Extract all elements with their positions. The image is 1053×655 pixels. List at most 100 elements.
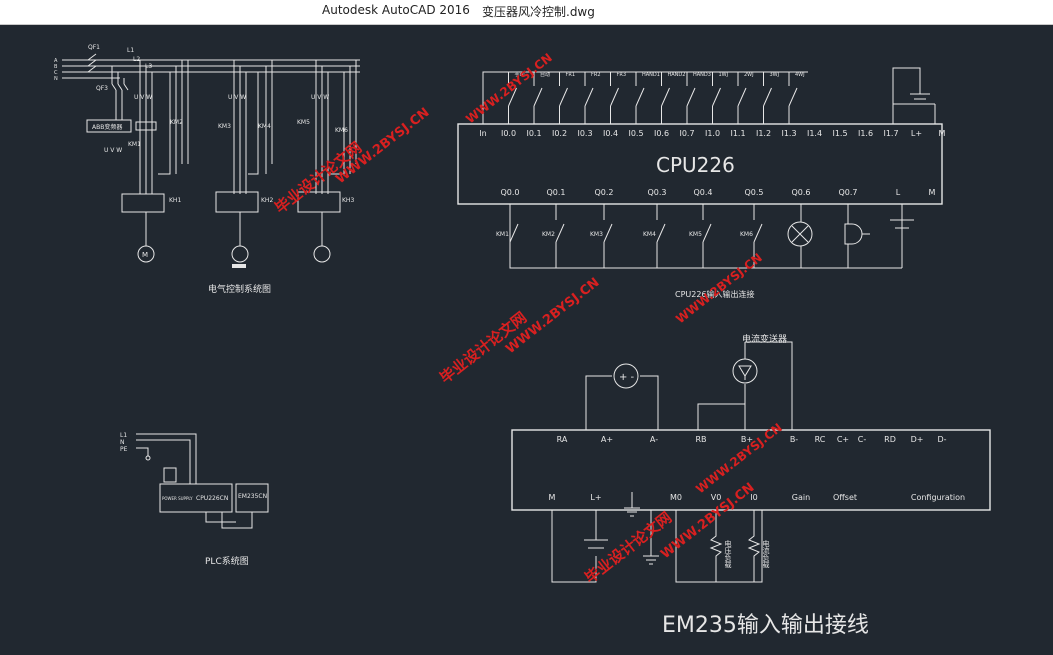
em235-top-terminal: B+ [741,435,753,444]
input-switch-label: 手动 [515,71,525,78]
input-terminal: I0.4 [603,129,618,138]
plc-system-diagram: L1 N PE POWER SUPPLY CPU226CN EM235CN PL… [120,432,269,567]
watermark-url-4: WWW.2BYSJ.CN [463,50,555,126]
abb-drive-box [86,119,132,133]
em235-bottom-terminal: M [549,493,556,502]
cpu226-name: CPU226 [656,153,735,177]
em235cn-label: EM235CN [238,493,267,500]
output-coil-label: KM6 [740,231,753,238]
em235-bottom-terminal: I0 [750,493,757,502]
cpu226cn-label: CPU226CN [196,495,228,502]
input-terminal: L+ [911,129,922,138]
title-bar: Autodesk AutoCAD 2016 变压器风冷控制.dwg [0,0,1053,25]
input-switch [508,72,517,124]
input-switch-label: HAND1 [642,72,660,78]
input-terminal: I0.6 [654,129,669,138]
branch2-wires [233,60,247,194]
drive-uvw: U V W [104,147,122,154]
input-terminal: I1.0 [705,129,720,138]
phase-label: N [54,76,58,82]
phase-label: C [54,70,58,76]
output-lamp-wires [800,204,849,268]
file-name: 变压器风冷控制.dwg [482,5,595,19]
motor1 [137,245,155,263]
input-terminal: In [479,129,486,138]
current-load-label: 电流负载 [762,539,770,569]
em235-supply [551,510,608,583]
input-switch [559,72,568,124]
km3-label: KM3 [218,123,231,130]
input-terminal: I1.7 [883,129,898,138]
qf3-switch [111,83,129,91]
em235-top-terminal: B- [790,435,798,444]
output-terminal: Q0.4 [693,188,712,197]
uvw-2: U V W [228,94,246,101]
input-switch [686,72,696,124]
input-switch [661,72,670,124]
output-terminal: Q0.5 [744,188,763,197]
output-terminal: Q0.3 [647,188,666,197]
km1-contacts [135,121,157,131]
plc-power-label: POWER SUPPLY [162,496,193,501]
input-terminal: I0.5 [628,129,643,138]
input-switch-label: 4WJ [795,72,805,78]
kh2-label: KH2 [261,197,273,204]
km1-label: KM1 [128,141,141,148]
input-supply-wire [892,67,930,124]
em235-bottom-terminal: V0 [711,493,722,502]
qf3-feed [111,66,125,84]
output-terminal: Q0.6 [791,188,810,197]
breaker-qf3: QF3 [96,85,108,92]
input-terminal: I1.3 [781,129,796,138]
output-coil [603,204,613,268]
sensor-label: 电流变送器 [742,333,787,345]
cpu226-caption: CPU226输入输出连接 [675,289,755,299]
output-terminal: M [929,188,936,197]
km2-label: KM2 [170,119,183,126]
plc-input-pe: PE [120,446,128,453]
em235-load-return [675,510,763,583]
output-coil [702,204,712,268]
em235-top-terminal: C- [858,435,867,444]
abb-drive-label: ABB变频器 [92,123,122,131]
output-terminal: Q0.0 [500,188,519,197]
qf1-switch [87,53,97,73]
output-coil [753,204,763,268]
b-channel-loop [697,341,793,430]
km4-label: KM4 [258,123,271,130]
output-terminal: Q0.2 [594,188,613,197]
drive-feed [115,90,123,120]
motor2 [231,245,249,263]
input-switch-label: FR2 [591,72,601,78]
em235-bottom-terminal: L+ [590,493,601,502]
motor2-base [232,264,246,268]
input-terminal: I1.1 [730,129,745,138]
input-switch [635,72,645,124]
phase-label: A [54,58,58,64]
plc-link-wires [205,512,253,529]
em235-bottom-terminal: Configuration [911,493,965,502]
kh3-label: KH3 [342,197,354,204]
input-switch [610,72,619,124]
input-switch-label: 1WJ [719,72,729,78]
output-lamp [787,221,813,247]
output-coil [509,204,519,268]
output-coil-label: KM1 [496,231,509,238]
input-terminal: M [939,129,946,138]
plc-input-n: N [120,439,125,446]
current-load [747,510,761,582]
plc-caption: PLC系统图 [205,555,249,567]
input-terminal: I1.5 [832,129,847,138]
line-l1: L1 [127,47,134,54]
kh1-box [121,193,165,213]
output-coil [656,204,666,268]
app-title: Autodesk AutoCAD 2016 [322,3,470,17]
input-switch [737,72,747,124]
